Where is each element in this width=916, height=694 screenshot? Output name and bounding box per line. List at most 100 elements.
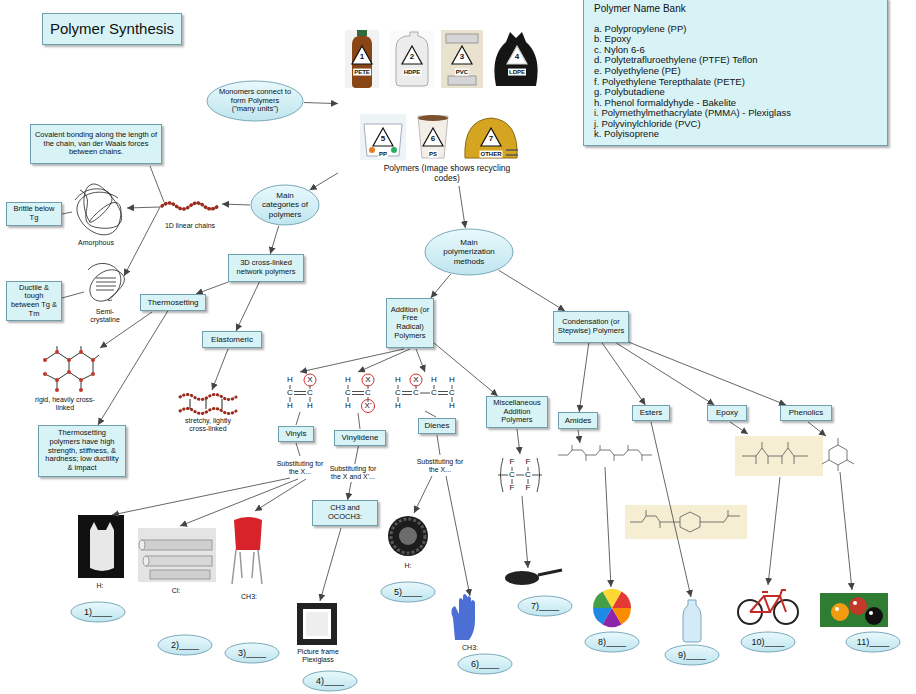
ellipse-outline (665, 645, 719, 665)
text-block: 2)____ (165, 640, 206, 650)
connector (98, 311, 168, 425)
connector (431, 274, 451, 298)
recycling-code: PS (428, 151, 438, 158)
polymer-chain-sketch (180, 395, 236, 414)
chemical-bond (304, 374, 316, 386)
text-block: Thermosetting (141, 296, 205, 309)
atom-symbol: C (525, 470, 531, 479)
leader-line (180, 479, 298, 526)
text-block: Esters (633, 406, 669, 419)
concept-box: Elastomeric (202, 331, 262, 348)
atom-symbol: F (526, 457, 531, 466)
recycling-photos (448, 76, 476, 85)
product-photos (220, 512, 278, 588)
atom-symbol: C (365, 388, 371, 397)
topic-ellipse: Main polymerization methods (424, 228, 514, 276)
polymer-chain-sketch (190, 399, 222, 409)
recycling-photos (423, 128, 443, 146)
substitution-note: Substituting for the X... (413, 458, 467, 474)
picture-label: Amorphous (78, 239, 114, 247)
ellipse-outline (207, 81, 303, 121)
node-text: Epoxy (711, 408, 743, 417)
chemical-bond (362, 400, 375, 413)
leader-line (112, 478, 290, 515)
substituent-label: CH3: (462, 644, 478, 652)
recycling-number: 6 (431, 134, 435, 143)
text-block: 8)____ (592, 637, 633, 647)
product-photos (90, 522, 114, 571)
recycling-photos (352, 46, 372, 64)
text-block: 7)____ (525, 601, 566, 611)
condensation-formula (735, 436, 823, 476)
polymer-chain-sketch (43, 372, 47, 376)
recycling-photos (481, 128, 501, 146)
condensation-formula (558, 436, 854, 539)
substituent-label: Cl: (172, 587, 181, 595)
answer-oval: 11)____ (845, 631, 901, 653)
picture-label: Semi-crystaline (83, 308, 127, 324)
leader-line (730, 422, 748, 434)
atom-symbol: C (395, 388, 401, 397)
leader-line (127, 207, 160, 208)
recycling-code: PP (378, 151, 388, 158)
recycling-photos (507, 46, 527, 64)
leader-line (62, 292, 84, 298)
node-text: 3D cross-linked network polymers (232, 259, 300, 276)
chemical-bond (398, 385, 452, 402)
product-photos (303, 609, 331, 639)
node-text: Thermosetting polymers have high strengt… (42, 429, 122, 472)
node-text: Thermosetting (144, 298, 202, 307)
concept-box: Covalent bonding along the length of the… (30, 124, 162, 164)
connector (579, 343, 589, 412)
product-photos (78, 512, 888, 645)
product-photos (399, 527, 417, 545)
connector (236, 282, 259, 331)
polymer-chain-sketch (80, 184, 122, 228)
text-block: Ductile & tough between Tg & Tm (7, 282, 61, 321)
chemical-bond (348, 385, 368, 402)
edge-label: Substituting for the X and X'... (327, 464, 379, 482)
ellipse-outline (71, 602, 125, 622)
condensation-formula (822, 438, 854, 471)
atom-symbol: C (449, 388, 455, 397)
polymer-chain-sketch (43, 184, 236, 413)
recycling-code: LDPE (508, 69, 526, 76)
atom-symbol: F (510, 457, 515, 466)
node-text: Amides (562, 416, 594, 425)
atom-symbol: H (287, 375, 293, 384)
name-bank-item: i. Polymethylmethacrylate (PMMA) - Plexi… (594, 108, 877, 119)
recycling-photos (402, 46, 422, 64)
recycling-photos (418, 115, 448, 121)
leader-line (768, 477, 780, 585)
concept-box: Epoxy (707, 405, 747, 421)
atom-symbol: H (307, 401, 313, 410)
text-block: Thermosetting polymers have high strengt… (39, 427, 125, 474)
concept-box: Thermosetting polymers have high strengt… (38, 425, 126, 477)
leader-line (578, 430, 580, 443)
leader-line (605, 467, 611, 587)
recycling-photos (391, 147, 397, 153)
chemical-bond (290, 385, 310, 402)
atom-symbol: H (395, 401, 401, 410)
answer-oval: 3)____ (224, 642, 280, 664)
concept-box: Phenolics (780, 405, 832, 421)
name-bank-item: c. Nylon 6-6 (594, 45, 877, 56)
node-text: Vinylidene (338, 433, 382, 442)
recycling-number: 2 (410, 52, 414, 61)
product-photos (849, 597, 867, 615)
text-block: CH3 and OCOCH3: (313, 502, 377, 523)
ellipse-outline (425, 229, 513, 275)
leader-line (416, 349, 425, 372)
text-block: 4)____ (310, 676, 351, 686)
atom-symbol: H (449, 375, 455, 384)
title-box: Polymer Synthesis (42, 13, 182, 45)
node-text: 7)____ (525, 601, 566, 611)
leader-line (358, 349, 410, 372)
concept-box: CH3 and OCOCH3: (312, 500, 378, 526)
polymer-chain-sketch (43, 358, 47, 362)
node-text: 9)____ (672, 650, 713, 660)
answer-oval: 9)____ (664, 644, 720, 666)
text-block: Condensation (or Stepwise) Polymers (554, 316, 628, 337)
node-text: Miscellaneous Addition Polymers (490, 399, 544, 425)
condensation-formula (625, 505, 747, 539)
